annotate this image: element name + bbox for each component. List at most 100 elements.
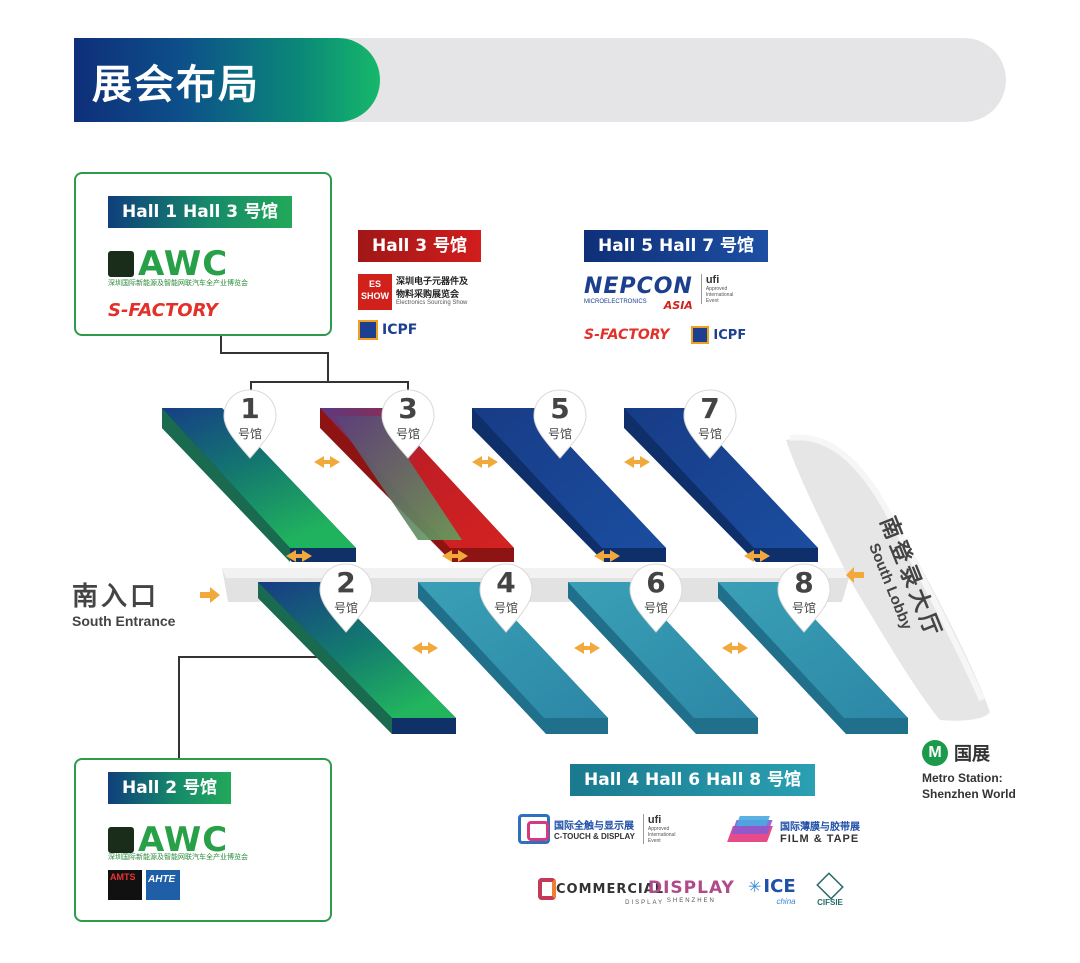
es-cn-1: 深圳电子元器件及 (396, 276, 469, 286)
connector-line (178, 656, 180, 760)
title-banner (74, 38, 380, 122)
car-icon (108, 827, 134, 853)
display-text: DISPLAY (648, 878, 735, 898)
car-icon (108, 251, 134, 277)
connector-line (250, 381, 408, 383)
hall-7-number: 7 (700, 392, 720, 425)
sfactory-logo-2: S-FACTORY (584, 327, 670, 343)
hall-3-number: 3 (398, 392, 418, 425)
hall-7-label: 号馆 (697, 427, 722, 441)
awc-logo-sub-2: 深圳国际新能源及智能网联汽车全产业博览会 (108, 854, 248, 861)
commercial-display-logo: COMMERCIAL DISPLAY (538, 878, 664, 906)
amts-logo: AMTS (108, 870, 142, 900)
hall-6-pin[interactable]: 6 号馆 (630, 566, 682, 616)
connector-line (327, 352, 329, 382)
nepcon-micro: MICROELECTRONICS (584, 299, 647, 305)
south-entrance-cn: 南入口 (72, 582, 160, 612)
walkway-arrows (200, 456, 864, 654)
connector-line (220, 352, 328, 354)
icpf-logo: ICPF (358, 320, 488, 340)
connector-line (220, 334, 222, 354)
hall-5-pin[interactable]: 5 号馆 (534, 392, 586, 442)
hall-6-block (568, 582, 758, 734)
cifsie-logo: CIFSIE (816, 872, 844, 907)
es-show-logo: ES SHOW 深圳电子元器件及 物料采购展览会 Electronics Sou… (358, 274, 488, 310)
ufi-text-2: ufi (647, 814, 662, 826)
film-tape-logo: 国际薄膜与胶带展 FILM & TAPE (727, 816, 860, 846)
metro-cn: 国展 (954, 744, 990, 765)
nepcon-logo: NEPCON MICROELECTRONICS ASIA ufi Approve… (584, 274, 794, 312)
hall-5-7-tag: Hall 5 Hall 7 号馆 (584, 230, 769, 262)
hall-1-3-info-box: Hall 1 Hall 3 号馆 AWC 深圳国际新能源及智能网联汽车全产业博览… (74, 172, 332, 336)
hall-pins (223, 389, 831, 633)
commercial-icon (538, 878, 556, 900)
es-cn-2: 物料采购展览会 (396, 289, 460, 299)
hall-8-label: 号馆 (791, 601, 816, 615)
ctouch-cn: 国际全触与显示展 (554, 821, 634, 832)
hall-2-tag: Hall 2 号馆 (108, 772, 232, 804)
hall-4-pin[interactable]: 4 号馆 (480, 566, 532, 616)
icpf-icon (691, 326, 710, 344)
hall-2-label: 号馆 (333, 601, 358, 615)
commercial-sub: DISPLAY (625, 900, 665, 906)
hall-6-label: 号馆 (643, 601, 668, 615)
ufi-text: ufi (705, 274, 720, 286)
hall-8-block (718, 582, 908, 734)
hall-1-block (162, 408, 356, 562)
hall-4-6-8-tag: Hall 4 Hall 6 Hall 8 号馆 (570, 764, 816, 796)
hall-1-label: 号馆 (237, 427, 262, 441)
metro-en-2: Shenzhen World (922, 787, 1016, 801)
nepcon-text: NEPCON (584, 274, 693, 299)
ice-sub: china (776, 897, 796, 906)
awc-logo-sub: 深圳国际新能源及智能网联汽车全产业博览会 (108, 280, 248, 287)
awc-logo: AWC (108, 244, 228, 284)
awc-logo-2: AWC (108, 820, 228, 860)
es-show-mark: ES SHOW (358, 274, 392, 310)
ufi-sub: Approved International Event (705, 286, 734, 304)
cifsie-icon (816, 872, 844, 900)
hall-1-pin[interactable]: 1 号馆 (224, 392, 276, 442)
ahte-logo: AHTE (146, 870, 180, 900)
page-title: 展会布局 (92, 62, 260, 108)
hall-2-pin[interactable]: 2 号馆 (320, 566, 372, 616)
icpf-text: ICPF (382, 322, 418, 338)
hall-4-number: 4 (496, 566, 516, 599)
icpf-text-2: ICPF (713, 327, 747, 343)
film-cn: 国际薄膜与胶带展 (780, 821, 860, 833)
hall-8-number: 8 (794, 566, 814, 599)
nepcon-asia: ASIA (663, 299, 693, 312)
ctouch-icon (518, 814, 550, 844)
ctouch-en: C-TOUCH & DISPLAY (554, 832, 635, 841)
hall-3-block (320, 408, 514, 562)
ufi-sub-2: Approved International Event (647, 826, 676, 844)
metro-station: M 国展 Metro Station: Shenzhen World (922, 740, 1016, 802)
icpf-icon (358, 320, 378, 340)
film-en: FILM & TAPE (780, 832, 860, 845)
awc-logo-text: AWC (138, 244, 229, 284)
ice-china-logo: ✳ ICE china (748, 876, 796, 906)
hall-8-pin[interactable]: 8 号馆 (778, 566, 830, 616)
snowflake-icon: ✳ (748, 878, 762, 896)
ufi-badge-2: ufi Approved International Event (642, 814, 682, 844)
hall-4-block (418, 582, 608, 734)
ufi-badge: ufi Approved International Event (700, 274, 740, 304)
hall-1-3-tag: Hall 1 Hall 3 号馆 (108, 196, 293, 228)
hall-5-number: 5 (550, 392, 570, 425)
hall-7-pin[interactable]: 7 号馆 (684, 392, 736, 442)
south-entrance-en: South Entrance (72, 613, 176, 629)
hall-3-pin[interactable]: 3 号馆 (382, 392, 434, 442)
hall-5-7-info: Hall 5 Hall 7 号馆 NEPCON MICROELECTRONICS… (584, 230, 794, 360)
sfactory-logo: S-FACTORY (108, 300, 218, 321)
hall-3-tag: Hall 3 号馆 (358, 230, 482, 262)
hall-7-block (624, 408, 818, 562)
film-tape-icon (727, 816, 774, 846)
hall-4-label: 号馆 (493, 601, 518, 615)
hall-3-info: Hall 3 号馆 ES SHOW 深圳电子元器件及 物料采购展览会 Elect… (358, 230, 488, 360)
connector-line (178, 656, 347, 658)
cifsie-text: CIFSIE (817, 898, 843, 907)
awc-logo-text-2: AWC (138, 820, 229, 860)
hall-6-number: 6 (646, 566, 666, 599)
hall-3-label: 号馆 (395, 427, 420, 441)
display-shenzhen-logo: DISPLAY SHENZHEN (648, 878, 735, 904)
